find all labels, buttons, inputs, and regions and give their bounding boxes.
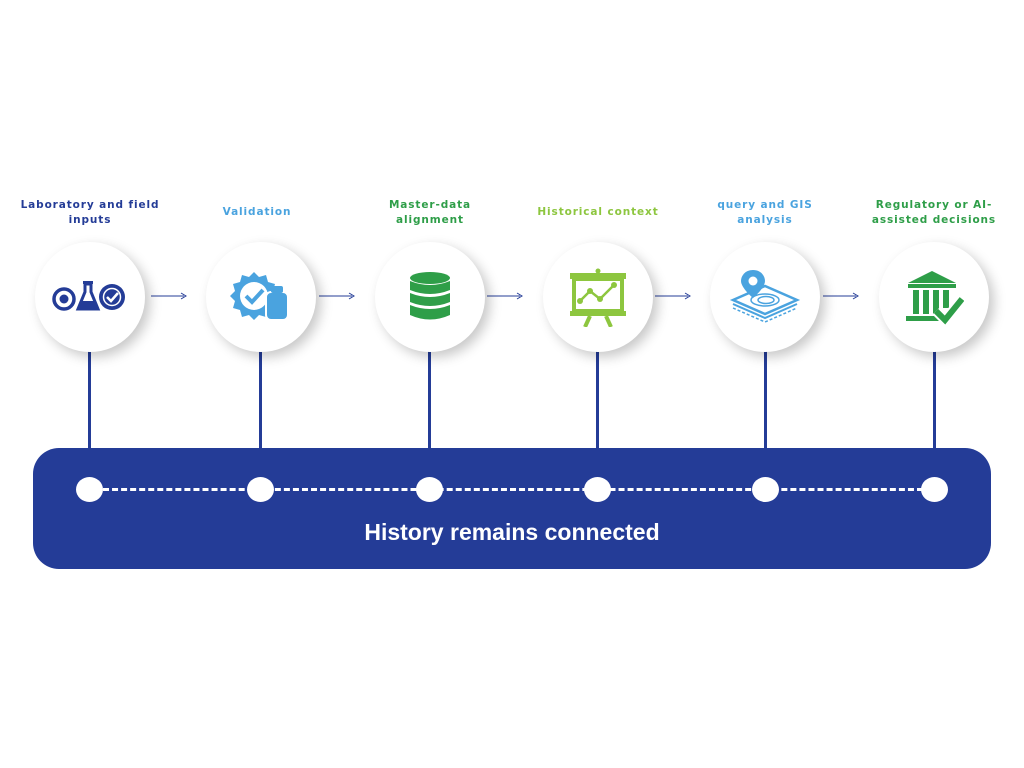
stage-circle-validation (206, 242, 316, 352)
flow-arrow (319, 292, 355, 300)
institution-check-icon (906, 271, 964, 325)
timeline-node-historical-context (584, 477, 611, 502)
timeline-node-decisions (921, 477, 948, 502)
stage-circle-lab-inputs (35, 242, 145, 352)
flow-arrow (151, 292, 187, 300)
lab-flask-check-icon (52, 281, 125, 311)
stem-historical-context (596, 350, 599, 450)
stage-label-gis-analysis: query and GIS analysis (717, 199, 813, 226)
stem-decisions (933, 350, 936, 450)
stage-label-decisions: Regulatory or AI-assisted decisions (871, 199, 997, 226)
presentation-chart-icon (570, 268, 626, 327)
timeline-dashed-line (103, 488, 923, 491)
timeline-node-validation (247, 477, 274, 502)
stage-circle-gis-analysis (710, 242, 820, 352)
stage-label-master-data: Master-data alignment (388, 199, 472, 226)
validation-badge-check-icon (230, 272, 289, 321)
band-title: History remains connected (364, 519, 660, 545)
stage-label-historical-context: Historical context (537, 206, 659, 218)
stage-label-lab-inputs: Laboratory and field inputs (20, 199, 160, 226)
stem-master-data (428, 350, 431, 450)
flow-arrow (655, 292, 691, 300)
flow-arrow (487, 292, 523, 300)
stage-circle-decisions (879, 242, 989, 352)
stem-validation (259, 350, 262, 450)
timeline-node-master-data (416, 477, 443, 502)
history-band (33, 448, 991, 569)
map-pin-layers-icon (729, 270, 801, 323)
stage-circle-master-data (375, 242, 485, 352)
stem-lab-inputs (88, 350, 91, 450)
timeline-node-gis-analysis (752, 477, 779, 502)
stage-circle-historical-context (543, 242, 653, 352)
database-icon (410, 272, 450, 320)
stem-gis-analysis (764, 350, 767, 450)
flow-arrow (823, 292, 859, 300)
timeline-node-lab-inputs (76, 477, 103, 502)
stage-label-validation: Validation (222, 206, 292, 218)
